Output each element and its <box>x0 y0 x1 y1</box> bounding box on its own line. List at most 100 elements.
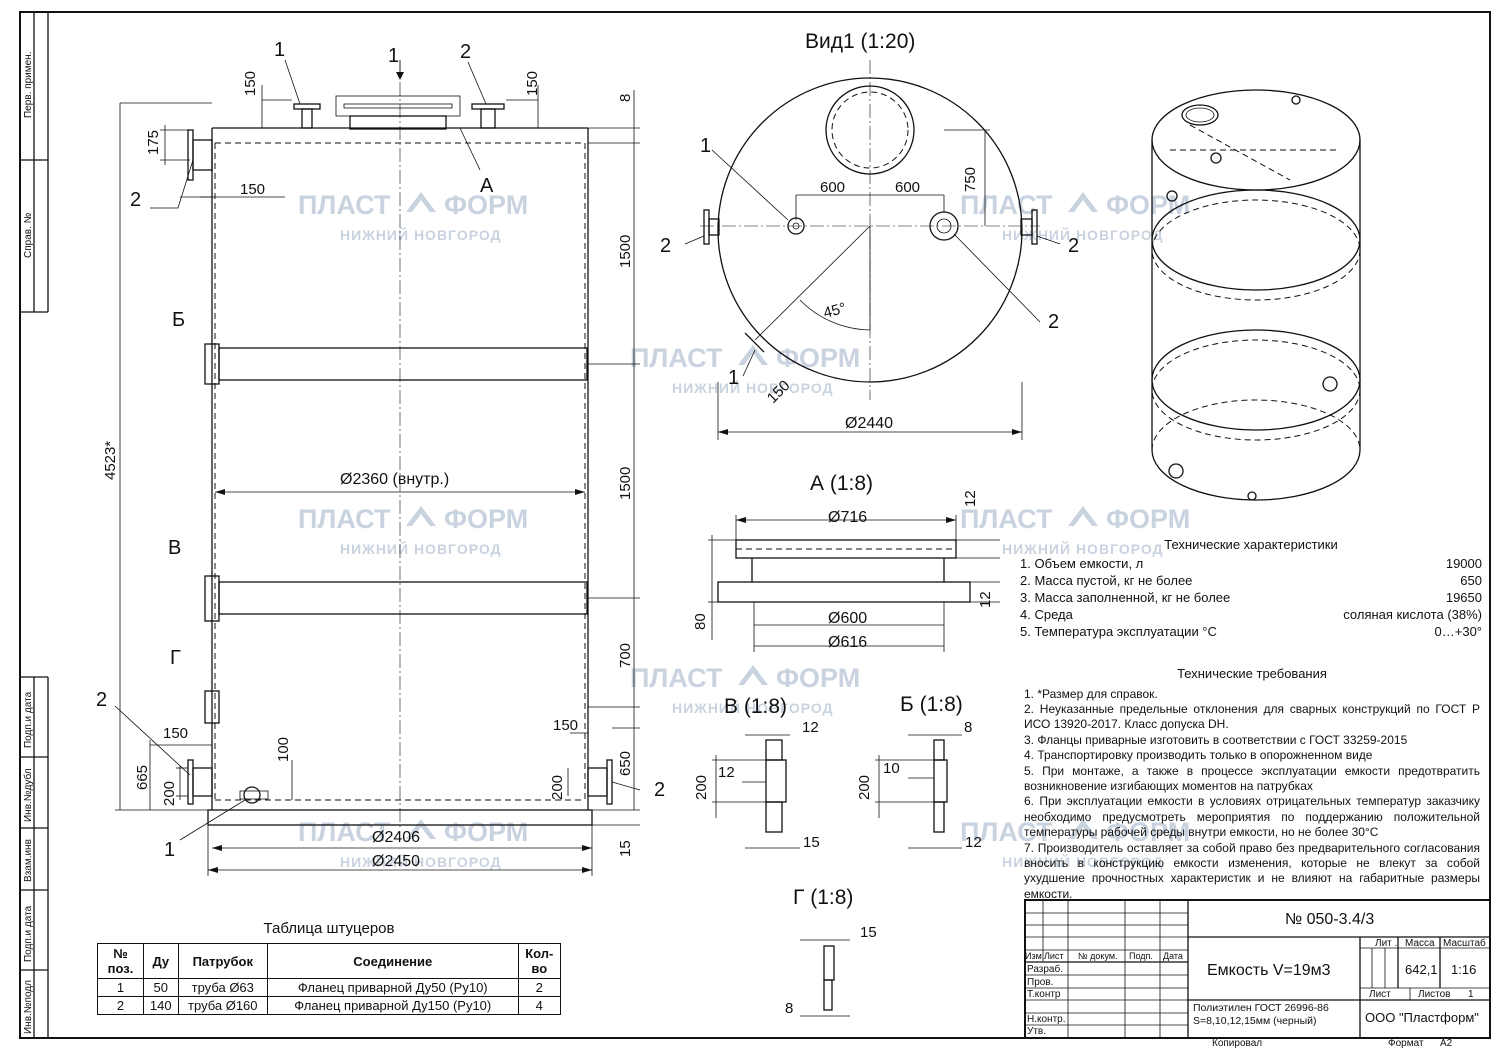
dim-150c: 150 <box>240 181 265 198</box>
label-nozzle1-bottom: 1 <box>164 839 175 861</box>
role-utv: Утв. <box>1027 1026 1047 1037</box>
role-razrab: Разраб. <box>1027 964 1064 975</box>
material-line2: S=8,10,12,15мм (черный) <box>1193 1015 1317 1027</box>
dim-150e: 150 <box>553 717 578 734</box>
scale-value: 1:16 <box>1451 962 1477 977</box>
col-sign: Подп. <box>1129 951 1153 961</box>
svg-text:ФОРМ: ФОРМ <box>1106 504 1190 534</box>
dim-4523: 4523* <box>102 441 119 480</box>
col-header: Патрубок <box>177 943 269 979</box>
table-row: 2 140 труба Ø160 Фланец приварной Ду150 … <box>96 996 562 1015</box>
material-line1: Полиэтилен ГОСТ 26996-86 <box>1193 1002 1329 1014</box>
format-label: Формат <box>1388 1038 1424 1049</box>
requirement-item: 1. *Размер для справок. <box>1024 686 1158 701</box>
main-view: 1 1 2 2 А Б В Г 2 1 2 150 150 175 150 8 … <box>96 39 665 876</box>
svg-text:НИЖНИЙ НОВГОРОД: НИЖНИЙ НОВГОРОД <box>672 699 834 716</box>
detail-g-title: Г (1:8) <box>793 886 853 909</box>
svg-text:ФОРМ: ФОРМ <box>1106 190 1190 220</box>
svg-text:НИЖНИЙ НОВГОРОД: НИЖНИЙ НОВГОРОД <box>340 853 502 870</box>
detail-b-d200: 200 <box>856 775 873 800</box>
detail-b-title: Б (1:8) <box>900 693 963 716</box>
dim-700: 700 <box>617 643 634 668</box>
top-dim-600b: 600 <box>895 179 920 196</box>
label-nozzle2-bl: 2 <box>96 689 107 711</box>
logo-icon <box>738 665 768 685</box>
requirement-item: 4. Транспортировку производить только в … <box>1024 748 1373 763</box>
requirement-item: 3. Фланцы приварные изготовить в соответ… <box>1024 732 1408 747</box>
svg-text:ПЛАСТ: ПЛАСТ <box>630 663 723 693</box>
sheet-label: Лист <box>1369 989 1391 1000</box>
top-view: Вид1 (1:20) 1 2 <box>660 30 1079 440</box>
role-prov: Пров. <box>1027 977 1054 988</box>
sheets-label: Листов <box>1418 989 1451 1000</box>
strip-podp1: Подп.и дата <box>23 691 34 748</box>
top-dim-2440: Ø2440 <box>845 415 893 432</box>
product-name: Емкость V=19м3 <box>1207 962 1331 979</box>
isometric-view <box>1151 89 1361 501</box>
svg-text:ПЛАСТ: ПЛАСТ <box>960 190 1053 220</box>
side-strip: Перв. примен. Справ. № Подп.и дата Инв.№… <box>20 12 49 1038</box>
col-docnum: № докум. <box>1078 951 1118 961</box>
detail-b-d10: 10 <box>883 760 900 777</box>
dim-2406: Ø2406 <box>372 829 420 846</box>
detail-a-d600: Ø600 <box>828 610 867 627</box>
svg-text:ФОРМ: ФОРМ <box>776 663 860 693</box>
top-label-n1a: 1 <box>700 135 711 157</box>
detail-a-d716: Ø716 <box>828 509 867 526</box>
svg-text:НИЖНИЙ НОВГОРОД: НИЖНИЙ НОВГОРОД <box>340 226 502 243</box>
strip-podl: Инв.№подл <box>23 980 34 1034</box>
col-izm: Изм. <box>1025 951 1045 961</box>
dim-8: 8 <box>617 94 634 102</box>
col-list: Лист <box>1044 951 1064 961</box>
col-header: Ду <box>143 943 179 979</box>
svg-text:НИЖНИЙ НОВГОРОД: НИЖНИЙ НОВГОРОД <box>1002 226 1164 243</box>
svg-text:НИЖНИЙ НОВГОРОД: НИЖНИЙ НОВГОРОД <box>1002 540 1164 557</box>
svg-text:ФОРМ: ФОРМ <box>1106 817 1190 847</box>
col-header: Соединение <box>267 943 519 979</box>
detail-g-d8: 8 <box>785 1000 793 1017</box>
dim-1500b: 1500 <box>617 467 634 500</box>
requirement-item: 7. Производитель оставляет за собой прав… <box>1024 840 1480 901</box>
detail-b: Б (1:8) 8 10 200 12 <box>856 693 982 851</box>
detail-v-d15: 15 <box>803 834 820 851</box>
top-label-n2a: 2 <box>660 235 671 257</box>
label-nozzle2-top: 2 <box>460 41 471 63</box>
detail-v: В (1:8) 12 12 200 15 <box>693 695 820 851</box>
detail-g-d15: 15 <box>860 924 877 941</box>
dim-150b: 150 <box>524 71 541 96</box>
svg-text:НИЖНИЙ НОВГОРОД: НИЖНИЙ НОВГОРОД <box>672 379 834 396</box>
label-section-g: Г <box>170 647 181 669</box>
format-value: А2 <box>1440 1038 1453 1049</box>
top-dim-600a: 600 <box>820 179 845 196</box>
label-section-b: Б <box>172 309 185 331</box>
detail-b-d8: 8 <box>964 719 972 736</box>
logo-icon <box>406 192 436 212</box>
title-block: № 050-3.4/3 Емкость V=19м3 Полиэтилен ГО… <box>1025 900 1490 1040</box>
requirements-block: Технические требования 1. *Размер для сп… <box>1024 666 1480 902</box>
label-section-v: В <box>168 537 181 559</box>
label-nozzle2-br: 2 <box>654 779 665 801</box>
dim-200a: 200 <box>161 781 178 806</box>
role-nkontr: Н.контр. <box>1027 1014 1066 1025</box>
logo-icon <box>738 345 768 365</box>
svg-text:ФОРМ: ФОРМ <box>444 190 528 220</box>
dim-150d: 150 <box>163 725 188 742</box>
dim-665: 665 <box>134 765 151 790</box>
mass-value: 642,1 <box>1405 962 1438 977</box>
detail-a-d80: 80 <box>692 613 709 630</box>
requirement-item: 6. При эксплуатации емкости в условиях о… <box>1024 794 1480 840</box>
dim-150a: 150 <box>242 71 259 96</box>
logo-icon <box>1068 819 1098 839</box>
svg-text:НИЖНИЙ НОВГОРОД: НИЖНИЙ НОВГОРОД <box>340 540 502 557</box>
svg-text:ПЛАСТ: ПЛАСТ <box>298 190 391 220</box>
svg-text:ФОРМ: ФОРМ <box>776 343 860 373</box>
svg-text:ПЛАСТ: ПЛАСТ <box>960 504 1053 534</box>
col-header: № поз. <box>96 943 145 979</box>
top-label-n2b: 2 <box>1068 235 1079 257</box>
logo-icon <box>406 506 436 526</box>
label-arrow1: 1 <box>388 45 399 67</box>
detail-a-d12b: 12 <box>977 591 994 608</box>
